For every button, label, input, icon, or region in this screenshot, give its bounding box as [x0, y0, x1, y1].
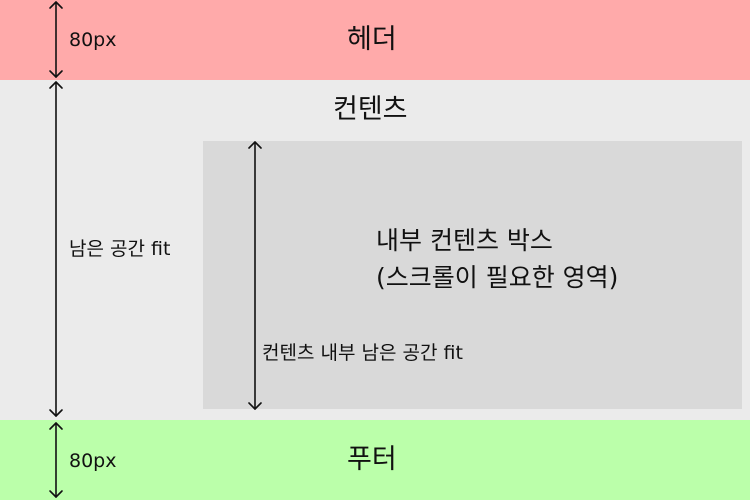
inner-content-box [203, 141, 742, 409]
footer-height-label: 80px [69, 450, 117, 472]
footer-region [0, 420, 750, 500]
header-title: 헤더 [347, 24, 397, 55]
footer-title: 푸터 [347, 444, 397, 475]
inner-box-remaining-label: 컨텐츠 내부 남은 공간 fit [262, 342, 463, 364]
inner-box-title-line2: (스크롤이 필요한 영역) [376, 263, 619, 292]
header-region [0, 0, 750, 80]
header-height-label: 80px [69, 29, 117, 51]
content-remaining-label: 남은 공간 fit [69, 238, 171, 260]
inner-box-title-line1: 내부 컨텐츠 박스 [376, 226, 553, 255]
inner-box-title: 내부 컨텐츠 박스 (스크롤이 필요한 영역) [376, 222, 618, 296]
content-title: 컨텐츠 [333, 94, 408, 125]
